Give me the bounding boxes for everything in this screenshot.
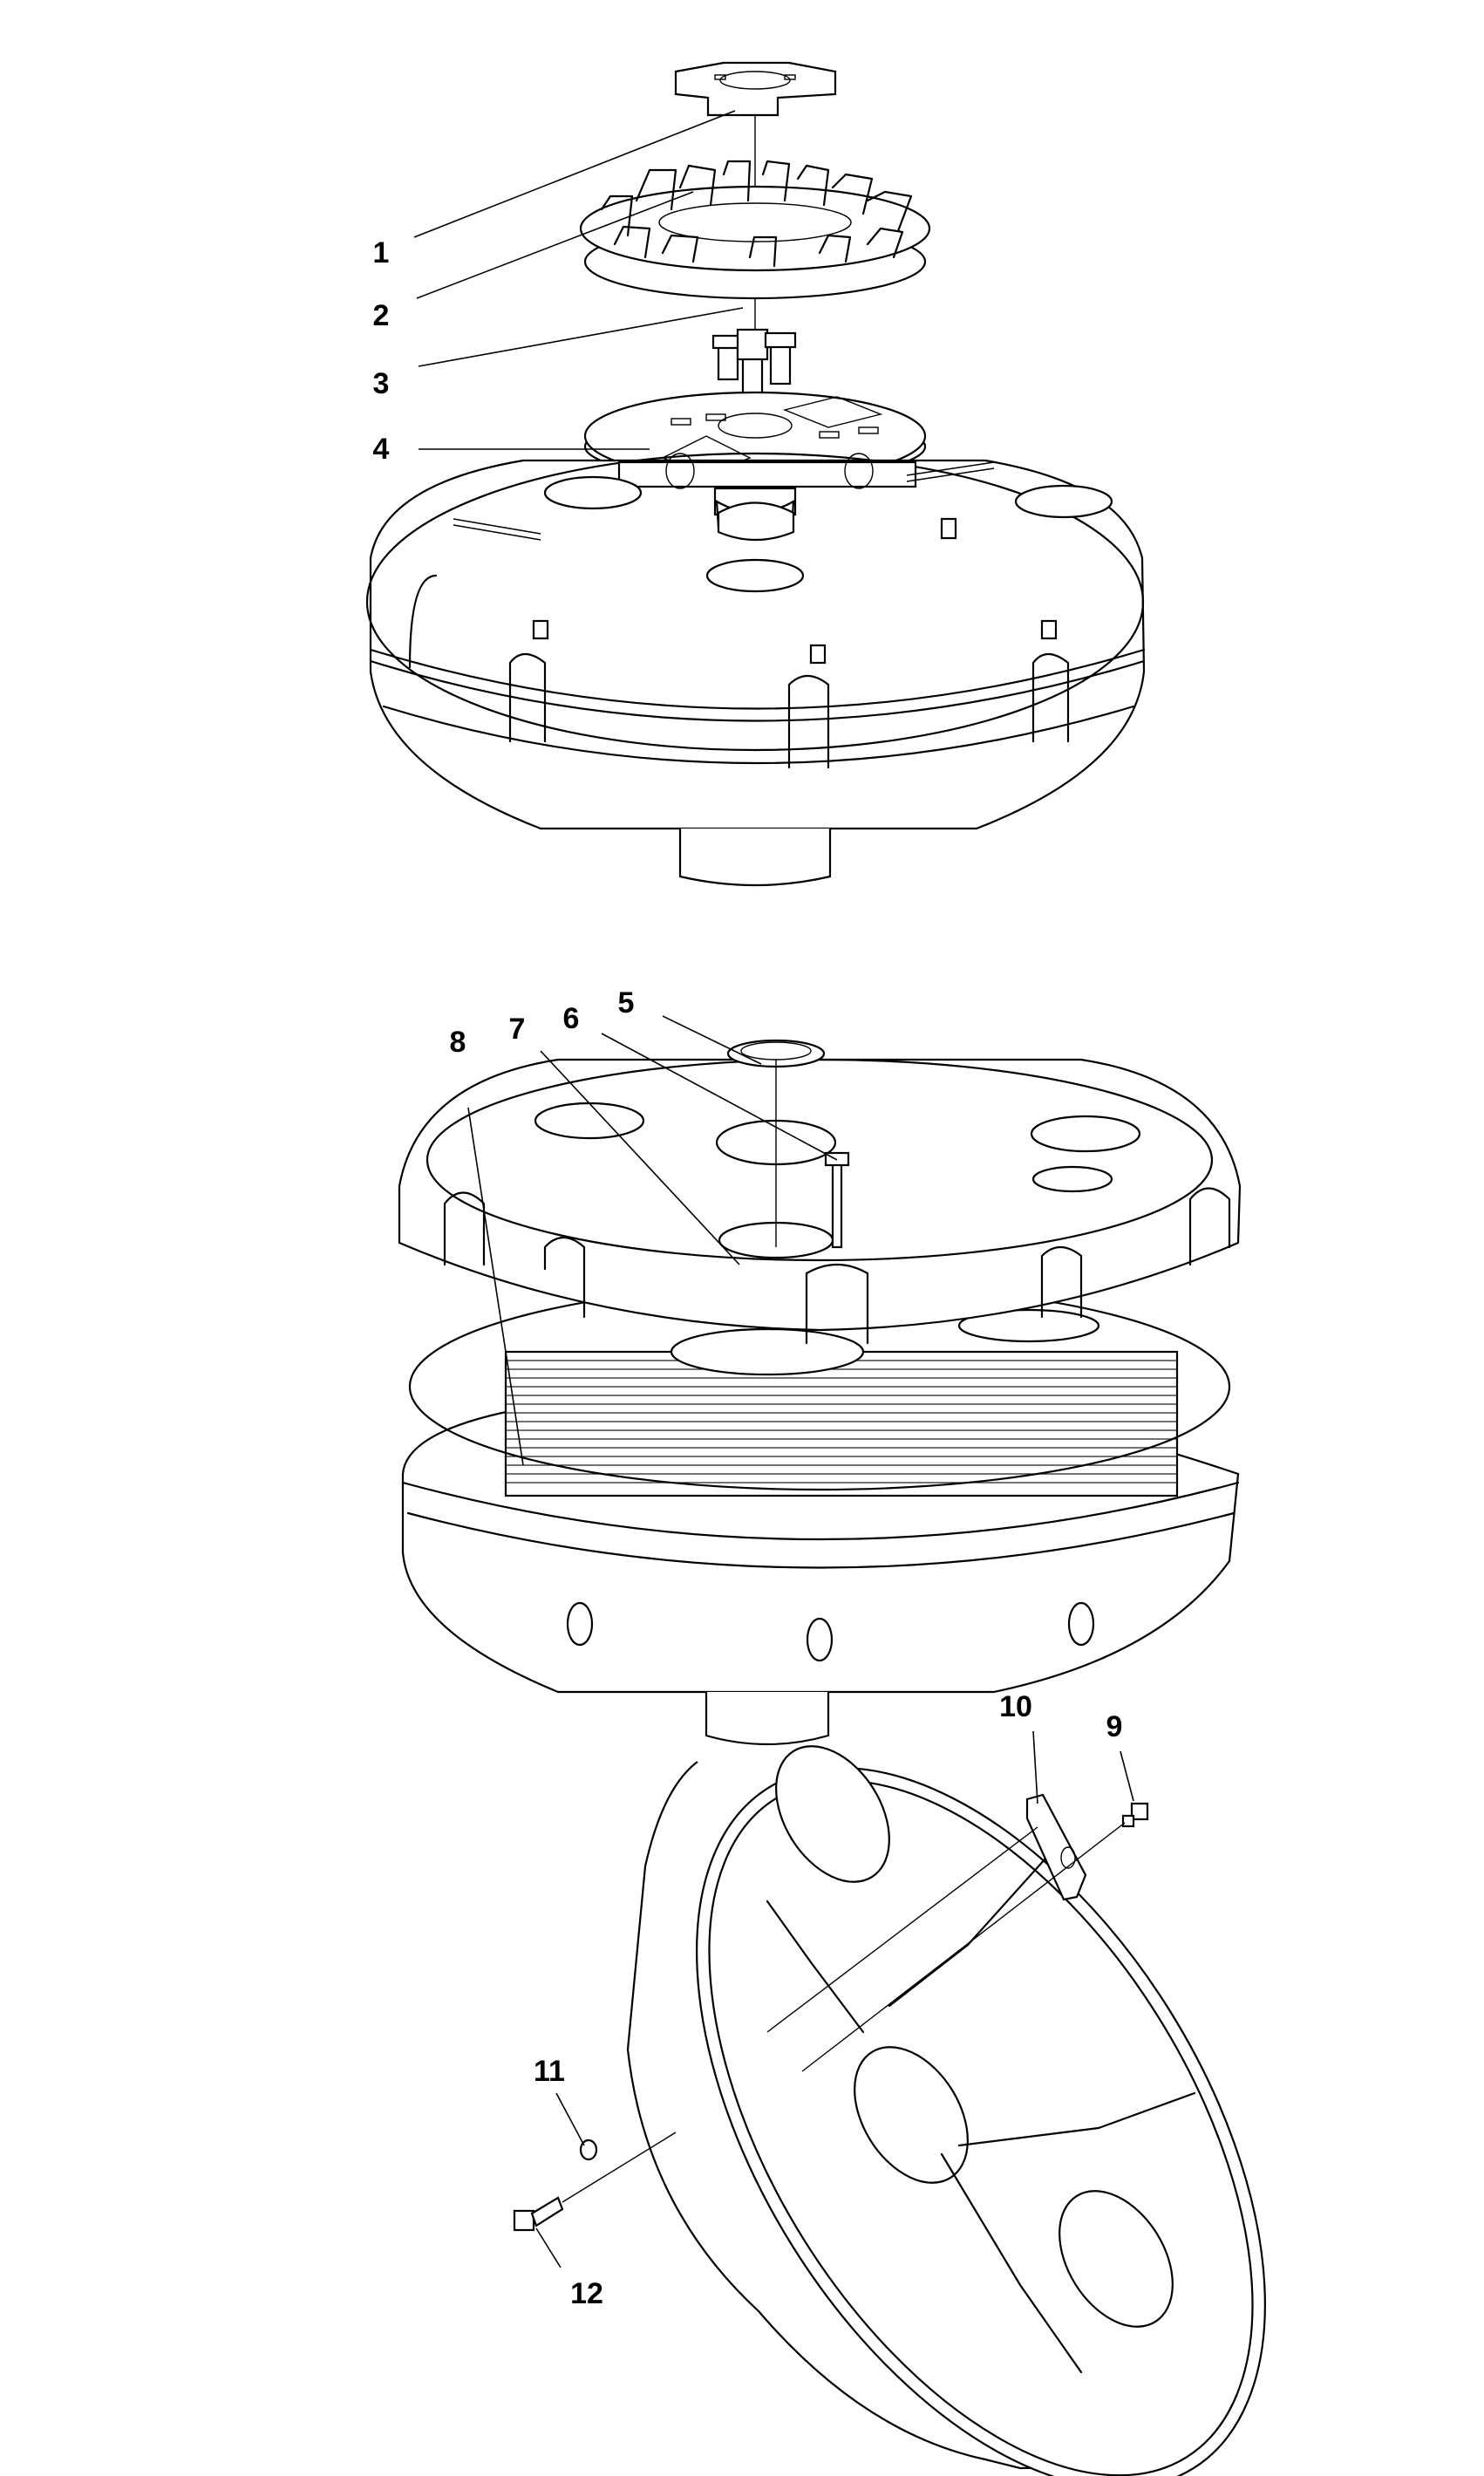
- callout-9: 9: [1106, 1710, 1123, 1743]
- part-12-bolt: [513, 2196, 564, 2232]
- part-2-ribbed-ring: [579, 160, 931, 300]
- laminated-core: [504, 1308, 1179, 1497]
- part-9-bolt: [1121, 1802, 1149, 1828]
- callout-3: 3: [372, 367, 390, 400]
- part-10-bracket: [1025, 1793, 1087, 1901]
- part-1-cap-plate: [674, 61, 837, 117]
- callout-4: 4: [372, 433, 390, 466]
- leader-line-5: [662, 1015, 762, 1065]
- leader-line-10: [1032, 1730, 1038, 1804]
- upper-housing: [365, 452, 1146, 887]
- leader-line-3: [418, 307, 744, 367]
- leader-line-6: [601, 1033, 838, 1161]
- leader-line-8: [467, 1107, 524, 1466]
- leader-lines: [413, 110, 1134, 2268]
- middle-assembly: [398, 1039, 1242, 1746]
- leader-line-9: [1120, 1750, 1134, 1802]
- callout-1: 1: [372, 236, 390, 269]
- callout-10: 10: [999, 1690, 1032, 1723]
- callout-7: 7: [508, 1013, 526, 1046]
- callout-6: 6: [562, 1002, 580, 1035]
- leader-line-11: [555, 2092, 585, 2146]
- leader-line-12: [535, 2227, 562, 2268]
- leader-line-7: [540, 1050, 740, 1265]
- upper-assembly: [365, 61, 1146, 887]
- callout-5: 5: [617, 986, 635, 1020]
- callout-8: 8: [449, 1026, 466, 1059]
- part-3-bolts: [711, 328, 797, 399]
- leader-line-2: [416, 191, 694, 299]
- callout-2: 2: [372, 299, 390, 332]
- lower-assembly: [513, 1745, 1266, 2476]
- callout-12: 12: [570, 2277, 603, 2310]
- callout-11: 11: [534, 2055, 565, 2088]
- leader-line-1: [413, 110, 736, 238]
- end-shield: [626, 1745, 1266, 2476]
